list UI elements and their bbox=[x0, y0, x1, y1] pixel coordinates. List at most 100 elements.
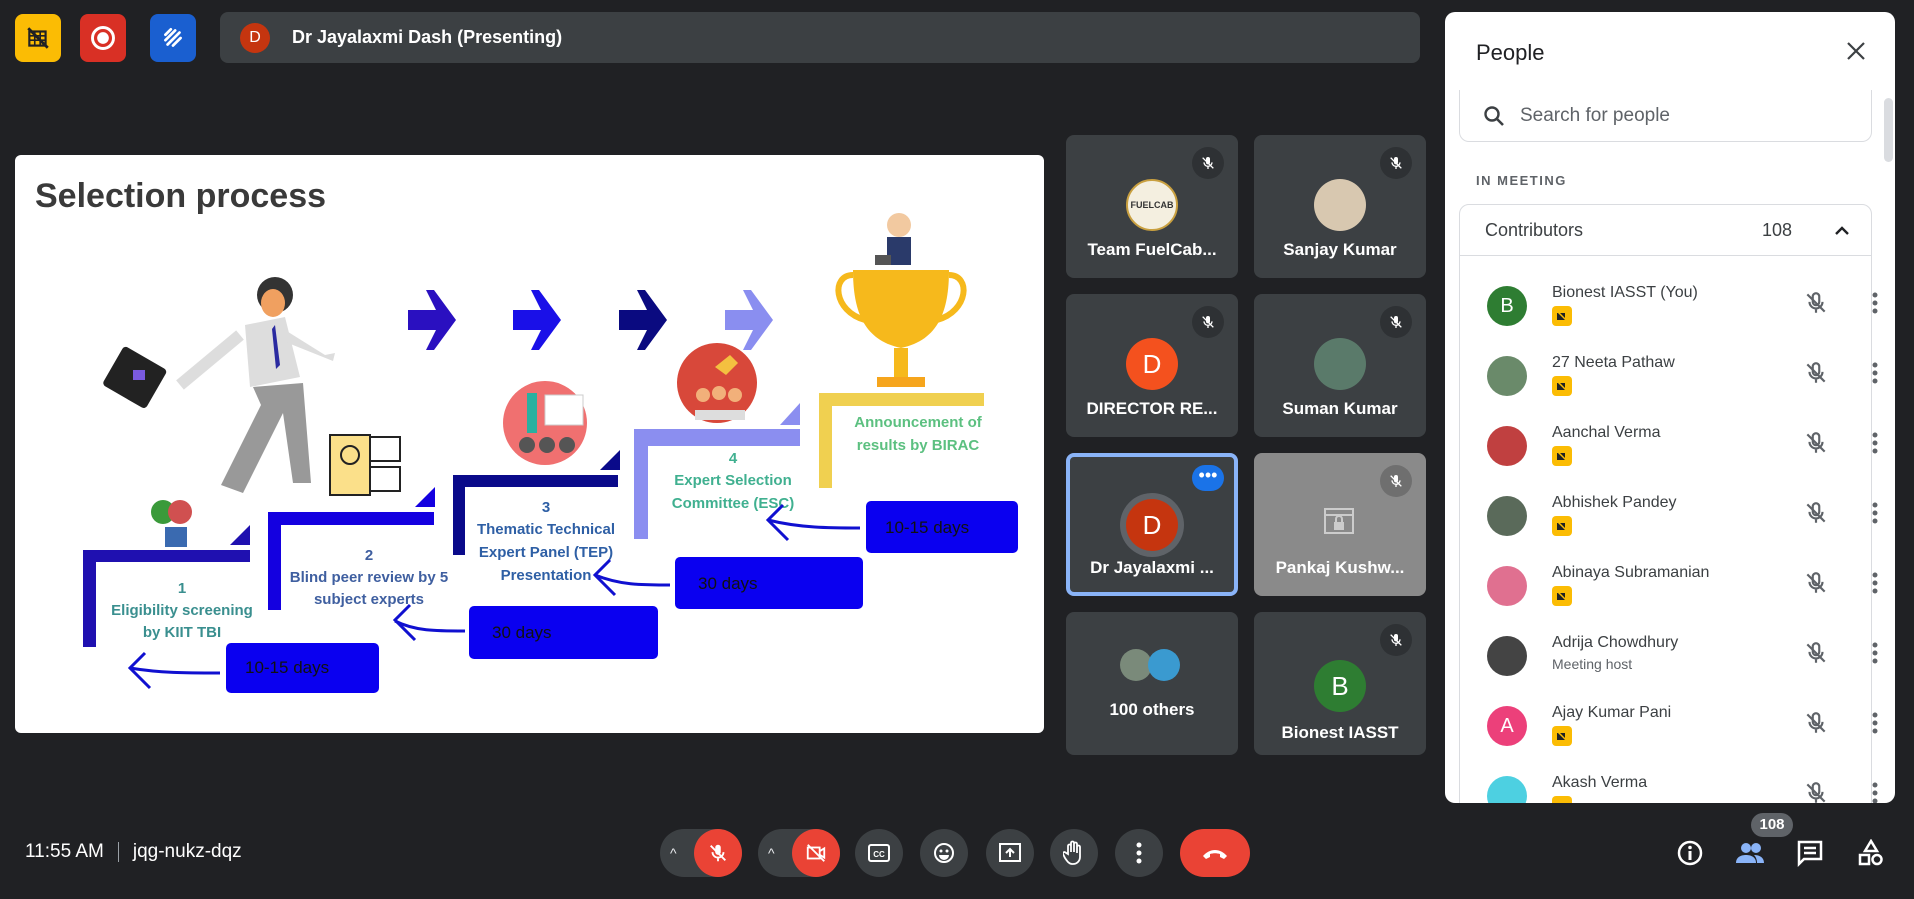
more-vert-icon[interactable] bbox=[1872, 572, 1878, 599]
participant-tile[interactable]: Pankaj Kushw... bbox=[1254, 453, 1426, 596]
mic-off-icon[interactable] bbox=[1803, 500, 1829, 531]
presenter-bar: D Dr Jayalaxmi Dash (Presenting) bbox=[220, 12, 1420, 63]
participant-tile[interactable]: Suman Kumar bbox=[1254, 294, 1426, 437]
contributors-header[interactable]: Contributors 108 bbox=[1460, 205, 1871, 256]
participant-list-item[interactable]: Aanchal Verma bbox=[1483, 420, 1878, 490]
participant-list-item[interactable]: Abhishek Pandey bbox=[1483, 490, 1878, 560]
mic-toggle-button[interactable] bbox=[694, 829, 742, 877]
close-icon[interactable] bbox=[1845, 40, 1867, 67]
activities-button[interactable] bbox=[1856, 838, 1886, 868]
participant-tile[interactable]: B Bionest IASST bbox=[1254, 612, 1426, 755]
mic-off-icon[interactable] bbox=[1803, 710, 1829, 741]
more-vert-icon[interactable] bbox=[1872, 642, 1878, 669]
stair-steps bbox=[83, 393, 984, 647]
participant-name: Akash Verma bbox=[1552, 774, 1648, 791]
participant-list-item[interactable]: Abinaya Subramanian bbox=[1483, 560, 1878, 630]
participant-name: Team FuelCab... bbox=[1087, 240, 1217, 259]
mic-off-icon bbox=[1380, 147, 1412, 179]
camera-off-badge-icon bbox=[1552, 516, 1572, 536]
svg-text:Blind peer review by 5: Blind peer review by 5 bbox=[290, 569, 448, 586]
meeting-details-button[interactable] bbox=[1675, 838, 1705, 868]
scrollbar[interactable] bbox=[1884, 98, 1893, 162]
document-review-illustration bbox=[329, 434, 401, 496]
more-vert-icon[interactable] bbox=[1872, 502, 1878, 529]
reactions-button[interactable] bbox=[920, 829, 968, 877]
avatar: B bbox=[1314, 660, 1366, 712]
more-vert-icon[interactable] bbox=[1872, 782, 1878, 803]
mic-off-icon[interactable] bbox=[1803, 780, 1829, 803]
mic-off-icon bbox=[1192, 147, 1224, 179]
camera-off-badge-icon bbox=[1552, 796, 1572, 803]
divider bbox=[117, 842, 119, 862]
avatar: FUELCAB bbox=[1126, 179, 1178, 231]
mic-off-icon[interactable] bbox=[1803, 570, 1829, 601]
people-button[interactable] bbox=[1735, 838, 1765, 868]
more-options-icon[interactable]: ••• bbox=[1192, 465, 1224, 491]
mic-off-icon[interactable] bbox=[1803, 640, 1829, 671]
participant-name: 27 Neeta Pathaw bbox=[1552, 354, 1675, 371]
svg-text:subject experts: subject experts bbox=[314, 591, 424, 608]
more-vert-icon[interactable] bbox=[1872, 292, 1878, 319]
participant-tile[interactable]: FUELCAB Team FuelCab... bbox=[1066, 135, 1238, 278]
duration-label: 10-15 days bbox=[245, 658, 329, 677]
leave-call-button[interactable] bbox=[1180, 829, 1250, 877]
mic-control-group: ^ bbox=[660, 829, 742, 877]
mic-off-icon[interactable] bbox=[1803, 360, 1829, 391]
raise-hand-button[interactable] bbox=[1050, 829, 1098, 877]
others-tile[interactable]: 100 others bbox=[1066, 612, 1238, 755]
duration-label: 10-15 days bbox=[885, 518, 969, 537]
presentation-illustration bbox=[503, 381, 587, 465]
participant-list-item[interactable]: 27 Neeta Pathaw bbox=[1483, 350, 1878, 420]
running-businessman-illustration bbox=[103, 277, 335, 493]
mic-off-icon bbox=[1380, 624, 1412, 656]
svg-text:Expert Selection: Expert Selection bbox=[674, 472, 792, 489]
forward-arrow-icons bbox=[408, 290, 773, 350]
participant-role: Meeting host bbox=[1552, 656, 1633, 672]
audio-options-chevron-icon[interactable]: ^ bbox=[670, 845, 677, 861]
meeting-code: jqg-nukz-dqz bbox=[132, 841, 242, 862]
avatar bbox=[1487, 566, 1527, 606]
more-options-button[interactable] bbox=[1115, 829, 1163, 877]
avatar bbox=[1487, 496, 1527, 536]
chat-button[interactable] bbox=[1795, 838, 1825, 868]
mic-off-icon[interactable] bbox=[1803, 430, 1829, 461]
activities-icon bbox=[1858, 839, 1883, 866]
svg-text:CC: CC bbox=[873, 850, 885, 859]
contributors-group: Contributors 108 bbox=[1459, 204, 1872, 803]
svg-text:Presentation: Presentation bbox=[501, 567, 592, 584]
step-3-label: 3 Thematic Technical Expert Panel (TEP) … bbox=[477, 499, 615, 584]
mic-off-icon[interactable] bbox=[1803, 290, 1829, 321]
camera-toggle-button[interactable] bbox=[792, 829, 840, 877]
participant-tile[interactable]: Sanjay Kumar bbox=[1254, 135, 1426, 278]
present-now-button[interactable] bbox=[986, 829, 1034, 877]
section-label: IN MEETING bbox=[1476, 173, 1567, 188]
duration-label: 30 days bbox=[698, 574, 758, 593]
step-1-label: 1 Eligibility screening by KIIT TBI bbox=[111, 580, 253, 641]
more-vert-icon[interactable] bbox=[1872, 712, 1878, 739]
whiteboard-icon[interactable] bbox=[150, 14, 196, 62]
participant-name: DIRECTOR RE... bbox=[1086, 399, 1218, 418]
video-options-chevron-icon[interactable]: ^ bbox=[768, 845, 775, 861]
svg-text:Announcement of: Announcement of bbox=[854, 414, 982, 431]
participant-list-item[interactable]: Akash Verma bbox=[1483, 770, 1878, 803]
camera-off-badge-icon bbox=[1552, 726, 1572, 746]
search-placeholder: Search for people bbox=[1520, 104, 1670, 126]
participant-name: Pankaj Kushw... bbox=[1275, 558, 1405, 577]
participant-tile[interactable]: D DIRECTOR RE... bbox=[1066, 294, 1238, 437]
more-vert-icon[interactable] bbox=[1872, 362, 1878, 389]
avatar bbox=[1120, 649, 1152, 681]
mic-off-icon bbox=[1380, 465, 1412, 497]
participant-tile-speaking[interactable]: ••• D Dr Jayalaxmi ... bbox=[1066, 453, 1238, 596]
record-icon[interactable] bbox=[80, 14, 126, 62]
more-vert-icon[interactable] bbox=[1872, 432, 1878, 459]
captions-button[interactable]: CC bbox=[855, 829, 903, 877]
svg-text:1: 1 bbox=[178, 580, 186, 597]
search-input[interactable]: Search for people bbox=[1459, 90, 1872, 142]
svg-text:Committee (ESC): Committee (ESC) bbox=[672, 495, 795, 512]
svg-text:Eligibility screening: Eligibility screening bbox=[111, 602, 253, 619]
participant-name: Bionest IASST (You) bbox=[1552, 284, 1698, 301]
recording-off-icon[interactable] bbox=[15, 14, 61, 62]
